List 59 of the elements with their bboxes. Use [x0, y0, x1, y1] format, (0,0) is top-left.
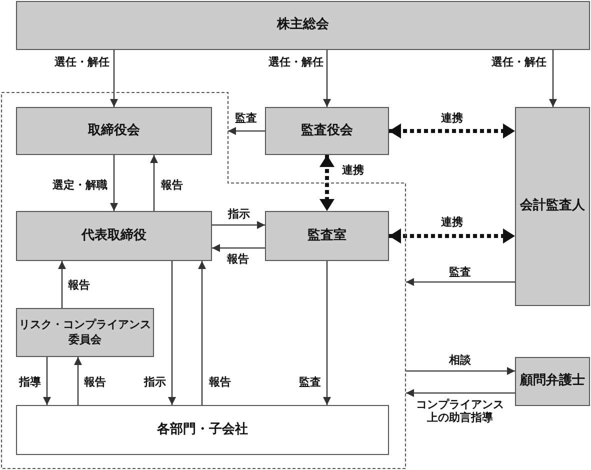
- arrow: [406, 278, 515, 286]
- edge-label: 連携: [441, 111, 463, 125]
- double-arrow: [389, 228, 515, 244]
- edge-label: 監査: [449, 265, 471, 279]
- org-box: [515, 107, 590, 306]
- arrow: [406, 389, 515, 397]
- org-box: [16, 405, 389, 455]
- dashed-region: [1, 92, 406, 469]
- org-box: [16, 107, 212, 155]
- edge-label: 指示: [228, 207, 250, 221]
- edge-label: 報告: [84, 375, 106, 389]
- org-box: [16, 1, 590, 50]
- org-box: [265, 211, 389, 261]
- arrow: [228, 127, 265, 135]
- edge-label: 選任・解任: [54, 55, 110, 69]
- edge-label: コンプライアンス上の助言指導: [414, 398, 506, 424]
- box-label: 各部門・子会社: [156, 422, 249, 438]
- box-label: 取締役会: [86, 122, 141, 140]
- box-label: リスク・コンプライアンス委員会: [18, 318, 152, 347]
- box-label: 株主総会: [276, 17, 330, 34]
- arrow: [150, 155, 158, 211]
- arrow: [43, 357, 51, 405]
- org-box: [515, 357, 590, 406]
- org-box: [16, 308, 154, 357]
- edge-label: 指導: [19, 375, 41, 389]
- double-arrow: [389, 124, 515, 138]
- edge-label: 連携: [342, 163, 364, 177]
- edge-label: 指示: [144, 375, 166, 389]
- arrow: [549, 50, 557, 107]
- edge-label: 連携: [441, 215, 463, 229]
- box-label: 監査室: [306, 228, 348, 244]
- arrow: [110, 155, 118, 211]
- arrow: [212, 244, 265, 252]
- arrow: [110, 50, 118, 107]
- box-label: 監査役会: [300, 122, 354, 140]
- arrow: [168, 261, 176, 405]
- arrow: [323, 50, 331, 107]
- org-box: [265, 107, 389, 155]
- edge-label: 報告: [68, 278, 90, 292]
- arrow: [406, 367, 515, 375]
- box-label: 顧問弁護士: [518, 373, 586, 390]
- edge-label: 選任・解任: [268, 55, 324, 69]
- box-label: 会計監査人: [518, 198, 586, 215]
- edge-label: 監査: [235, 111, 257, 125]
- edge-label: 選定・解職: [52, 178, 108, 192]
- edge-label: 報告: [227, 252, 249, 266]
- edge-label: 相談: [449, 353, 471, 367]
- edge-label: 監査: [299, 375, 321, 389]
- edge-label: 選任・解任: [492, 55, 546, 69]
- arrow: [323, 261, 331, 405]
- edge-label: 報告: [209, 375, 231, 389]
- arrow: [74, 357, 82, 405]
- org-box: [16, 211, 212, 261]
- arrow: [58, 261, 66, 308]
- box-label: 代表取締役: [80, 228, 148, 244]
- edge-label: 報告: [161, 178, 183, 192]
- arrow: [212, 221, 265, 229]
- arrow: [198, 261, 206, 405]
- double-arrow: [320, 155, 334, 211]
